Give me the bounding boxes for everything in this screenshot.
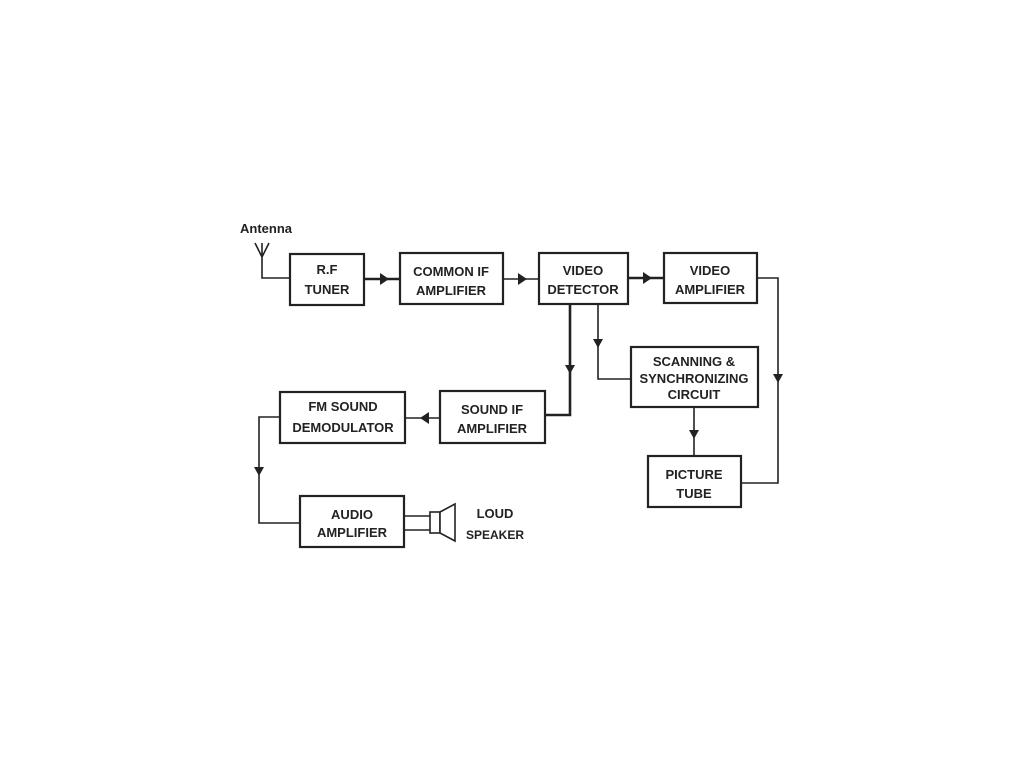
- block-rf-tuner: R.F TUNER: [288, 252, 366, 307]
- svg-text:TUNER: TUNER: [305, 282, 350, 297]
- antenna-icon: [254, 242, 290, 279]
- svg-text:FM SOUND: FM SOUND: [308, 399, 377, 414]
- svg-text:PICTURE: PICTURE: [665, 467, 722, 482]
- block-audio-amplifier: AUDIO AMPLIFIER: [298, 494, 406, 549]
- block-picture-tube: PICTURE TUBE: [646, 454, 743, 509]
- svg-text:AMPLIFIER: AMPLIFIER: [317, 525, 388, 540]
- speaker-label-line1: LOUD: [477, 506, 514, 521]
- svg-text:COMMON IF: COMMON IF: [413, 264, 489, 279]
- antenna-label: Antenna: [240, 221, 293, 236]
- svg-text:DETECTOR: DETECTOR: [547, 282, 619, 297]
- svg-text:DEMODULATOR: DEMODULATOR: [292, 420, 394, 435]
- block-video-detector: VIDEO DETECTOR: [537, 251, 630, 306]
- svg-text:CIRCUIT: CIRCUIT: [668, 387, 721, 402]
- svg-text:SCANNING &: SCANNING &: [653, 354, 735, 369]
- block-fm-sound-demodulator: FM SOUND DEMODULATOR: [278, 390, 407, 445]
- svg-text:SYNCHRONIZING: SYNCHRONIZING: [639, 371, 748, 386]
- svg-text:TUBE: TUBE: [676, 486, 712, 501]
- svg-text:AUDIO: AUDIO: [331, 507, 373, 522]
- loudspeaker-icon: [429, 502, 456, 543]
- block-scanning-synchronizing-circuit: SCANNING & SYNCHRONIZING CIRCUIT: [629, 345, 760, 409]
- svg-text:AMPLIFIER: AMPLIFIER: [457, 421, 528, 436]
- svg-text:VIDEO: VIDEO: [563, 263, 603, 278]
- svg-text:SOUND IF: SOUND IF: [461, 402, 523, 417]
- svg-text:VIDEO: VIDEO: [690, 263, 730, 278]
- block-sound-if-amplifier: SOUND IF AMPLIFIER: [438, 389, 547, 445]
- svg-text:R.F: R.F: [317, 262, 338, 277]
- speaker-label-line2: SPEAKER: [466, 528, 524, 542]
- block-video-amplifier: VIDEO AMPLIFIER: [662, 251, 759, 305]
- svg-text:AMPLIFIER: AMPLIFIER: [675, 282, 746, 297]
- svg-text:AMPLIFIER: AMPLIFIER: [416, 283, 487, 298]
- connections: [254, 272, 783, 531]
- block-common-if-amplifier: COMMON IF AMPLIFIER: [398, 251, 505, 306]
